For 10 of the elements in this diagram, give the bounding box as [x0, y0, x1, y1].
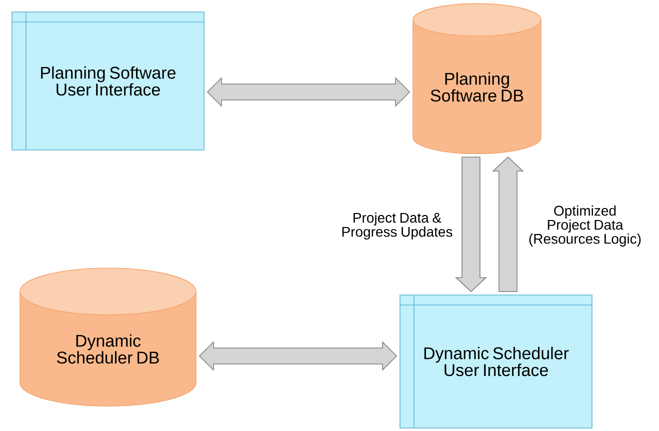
interface-box: Dynamic Scheduler User Interface [400, 294, 592, 428]
edge-label: Project Data & Progress Updates [336, 211, 458, 241]
block-arrow [206, 77, 410, 107]
database-cylinder: Planning Software DB [412, 3, 542, 154]
edge-label: Optimized Project Data (Resources Logic) [519, 204, 651, 248]
block-arrow [198, 341, 398, 371]
block-arrow [454, 156, 488, 292]
block-arrow [492, 156, 524, 292]
database-cylinder: Dynamic Scheduler DB [20, 268, 196, 406]
interface-box: Planning Software User Interface [12, 12, 204, 150]
